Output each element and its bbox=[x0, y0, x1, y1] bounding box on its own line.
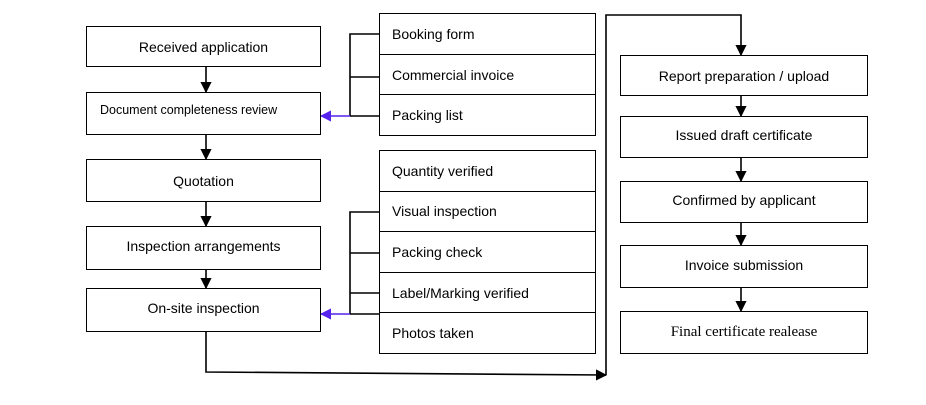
document-item: Booking form bbox=[392, 25, 475, 42]
inspection-item: Visual inspection bbox=[380, 190, 595, 232]
bracket-documents bbox=[349, 33, 379, 116]
step-final-certificate-release: Final certificate realease bbox=[620, 311, 868, 354]
document-item: Packing list bbox=[380, 94, 595, 135]
step-issued-draft-certificate: Issued draft certificate bbox=[620, 116, 868, 158]
step-report-preparation: Report preparation / upload bbox=[620, 55, 868, 96]
arrow-up-and-over-to-report bbox=[605, 14, 747, 375]
step-received-application: Received application bbox=[86, 26, 321, 67]
document-item: Commercial invoice bbox=[380, 53, 595, 95]
step-on-site-inspection: On-site inspection bbox=[86, 288, 321, 332]
bracket-inspection bbox=[349, 211, 379, 314]
inspection-item: Label/Marking verified bbox=[380, 271, 595, 313]
step-quotation: Quotation bbox=[86, 159, 321, 202]
step-confirmed-by-applicant: Confirmed by applicant bbox=[620, 181, 868, 223]
inspection-checklist: Quantity verified Visual inspection Pack… bbox=[379, 150, 596, 354]
step-document-completeness-review: Document completeness review bbox=[86, 92, 321, 135]
inspection-item: Photos taken bbox=[380, 312, 595, 353]
inspection-item: Quantity verified bbox=[392, 162, 494, 179]
inspection-item: Packing check bbox=[380, 231, 595, 272]
step-invoice-submission: Invoice submission bbox=[620, 245, 868, 288]
step-inspection-arrangements: Inspection arrangements bbox=[86, 226, 321, 270]
arrow-onsite-to-bottom-right bbox=[205, 332, 608, 381]
document-list: Booking form Commercial invoice Packing … bbox=[379, 13, 596, 136]
